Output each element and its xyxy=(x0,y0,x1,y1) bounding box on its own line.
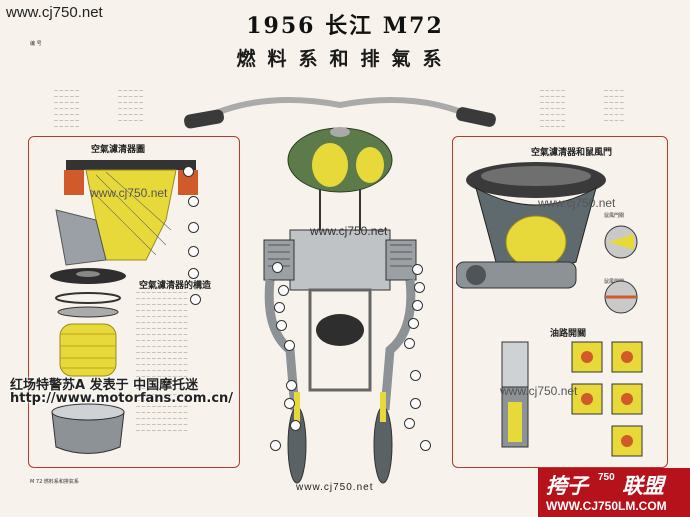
logo-main-text: 挎子 xyxy=(546,474,588,498)
credit-line-1: 红场特警苏A 发表于 中国摩托迷 xyxy=(10,378,199,393)
intake-pipe xyxy=(456,261,577,289)
center-air-filter xyxy=(316,314,364,346)
filter-cap xyxy=(66,160,196,170)
legend-list-top-right-2: — — — —— — — —— — — —— — — —— — — —— — —… xyxy=(604,88,624,123)
corner-label: 编 号 xyxy=(30,41,42,47)
right-panel xyxy=(452,136,668,468)
fuel-tap-title: 油路開關 xyxy=(547,326,590,339)
part-plate xyxy=(57,306,119,318)
logo-main-text-2: 联盟 xyxy=(622,474,664,498)
watermark-url-center: www.cj750.net xyxy=(310,224,388,238)
right-cylinder xyxy=(385,239,417,281)
damper-element xyxy=(505,215,567,269)
tank-cap xyxy=(330,127,350,137)
footer-url: www.cj750.net xyxy=(296,482,374,493)
air-filter-damper-title: 空氣濾清器和鼠風門 xyxy=(528,145,616,158)
fuel-lines xyxy=(319,190,361,230)
air-filter-damper-illustration xyxy=(456,162,638,314)
watermark-url-left: www.cj750.net xyxy=(90,186,168,200)
engine-block xyxy=(289,229,391,291)
tank-fuel-right xyxy=(356,147,384,183)
handlebar xyxy=(198,97,482,123)
damper-open-label: 鼠風門開 xyxy=(604,279,625,285)
credit-line-2: http://www.motorfans.com.cn/ xyxy=(10,391,234,406)
part-ring xyxy=(55,292,121,304)
air-filter-construction-title: 空氣濾清器的構造 xyxy=(136,278,215,291)
damper-closed-label: 鼠風門關 xyxy=(604,213,625,219)
right-grip xyxy=(456,107,496,127)
frame xyxy=(308,288,372,392)
filter-left-seal xyxy=(64,170,84,195)
cj750lm-logo: 挎子 750 联盟 WWW.CJ750LM.COM xyxy=(538,468,690,517)
footer-left-label: M 72 燃料系和排氣系 xyxy=(30,479,79,485)
logo-site-url: WWW.CJ750LM.COM xyxy=(546,499,667,513)
legend-list-top-left: — — — — —— — — — —— — — — —— — — — —— — … xyxy=(54,88,80,129)
watermark-url-top-left: www.cj750.net xyxy=(6,4,103,21)
poster-subtitle: 燃料系和排氣系 xyxy=(236,48,454,70)
poster-title: 1956 长江 M72 xyxy=(246,13,444,39)
left-cylinder xyxy=(263,239,295,281)
fuel-tap-illustration xyxy=(501,341,643,457)
tank-fuel-left xyxy=(312,143,348,187)
watermark-url-right: www.cj750.net xyxy=(538,196,616,210)
left-panel xyxy=(28,136,240,468)
logo-superscript: 750 xyxy=(598,472,615,483)
air-filter-section-title: 空氣濾清器圖 xyxy=(88,142,149,155)
air-filter-cross-section xyxy=(55,160,198,266)
part-mesh-element xyxy=(59,323,117,377)
right-exhaust-pipe xyxy=(380,279,416,411)
legend-list-top-left-2: — — — — —— — — — —— — — — —— — — — —— — … xyxy=(118,88,144,123)
legend-list-top-right: — — — — —— — — — —— — — — —— — — — —— — … xyxy=(540,88,566,129)
watermark-url-lower-right: www.cj750.net xyxy=(500,384,578,398)
motorcycle-fuel-exhaust-diagram xyxy=(184,97,496,484)
filter-housing xyxy=(55,209,107,266)
legend-list-left-body: — — — — — — — — — —— — — — — — — — — —— … xyxy=(136,290,188,433)
filter-right-seal xyxy=(178,170,198,195)
filter-parts-stack xyxy=(50,268,126,454)
left-grip xyxy=(184,109,224,129)
